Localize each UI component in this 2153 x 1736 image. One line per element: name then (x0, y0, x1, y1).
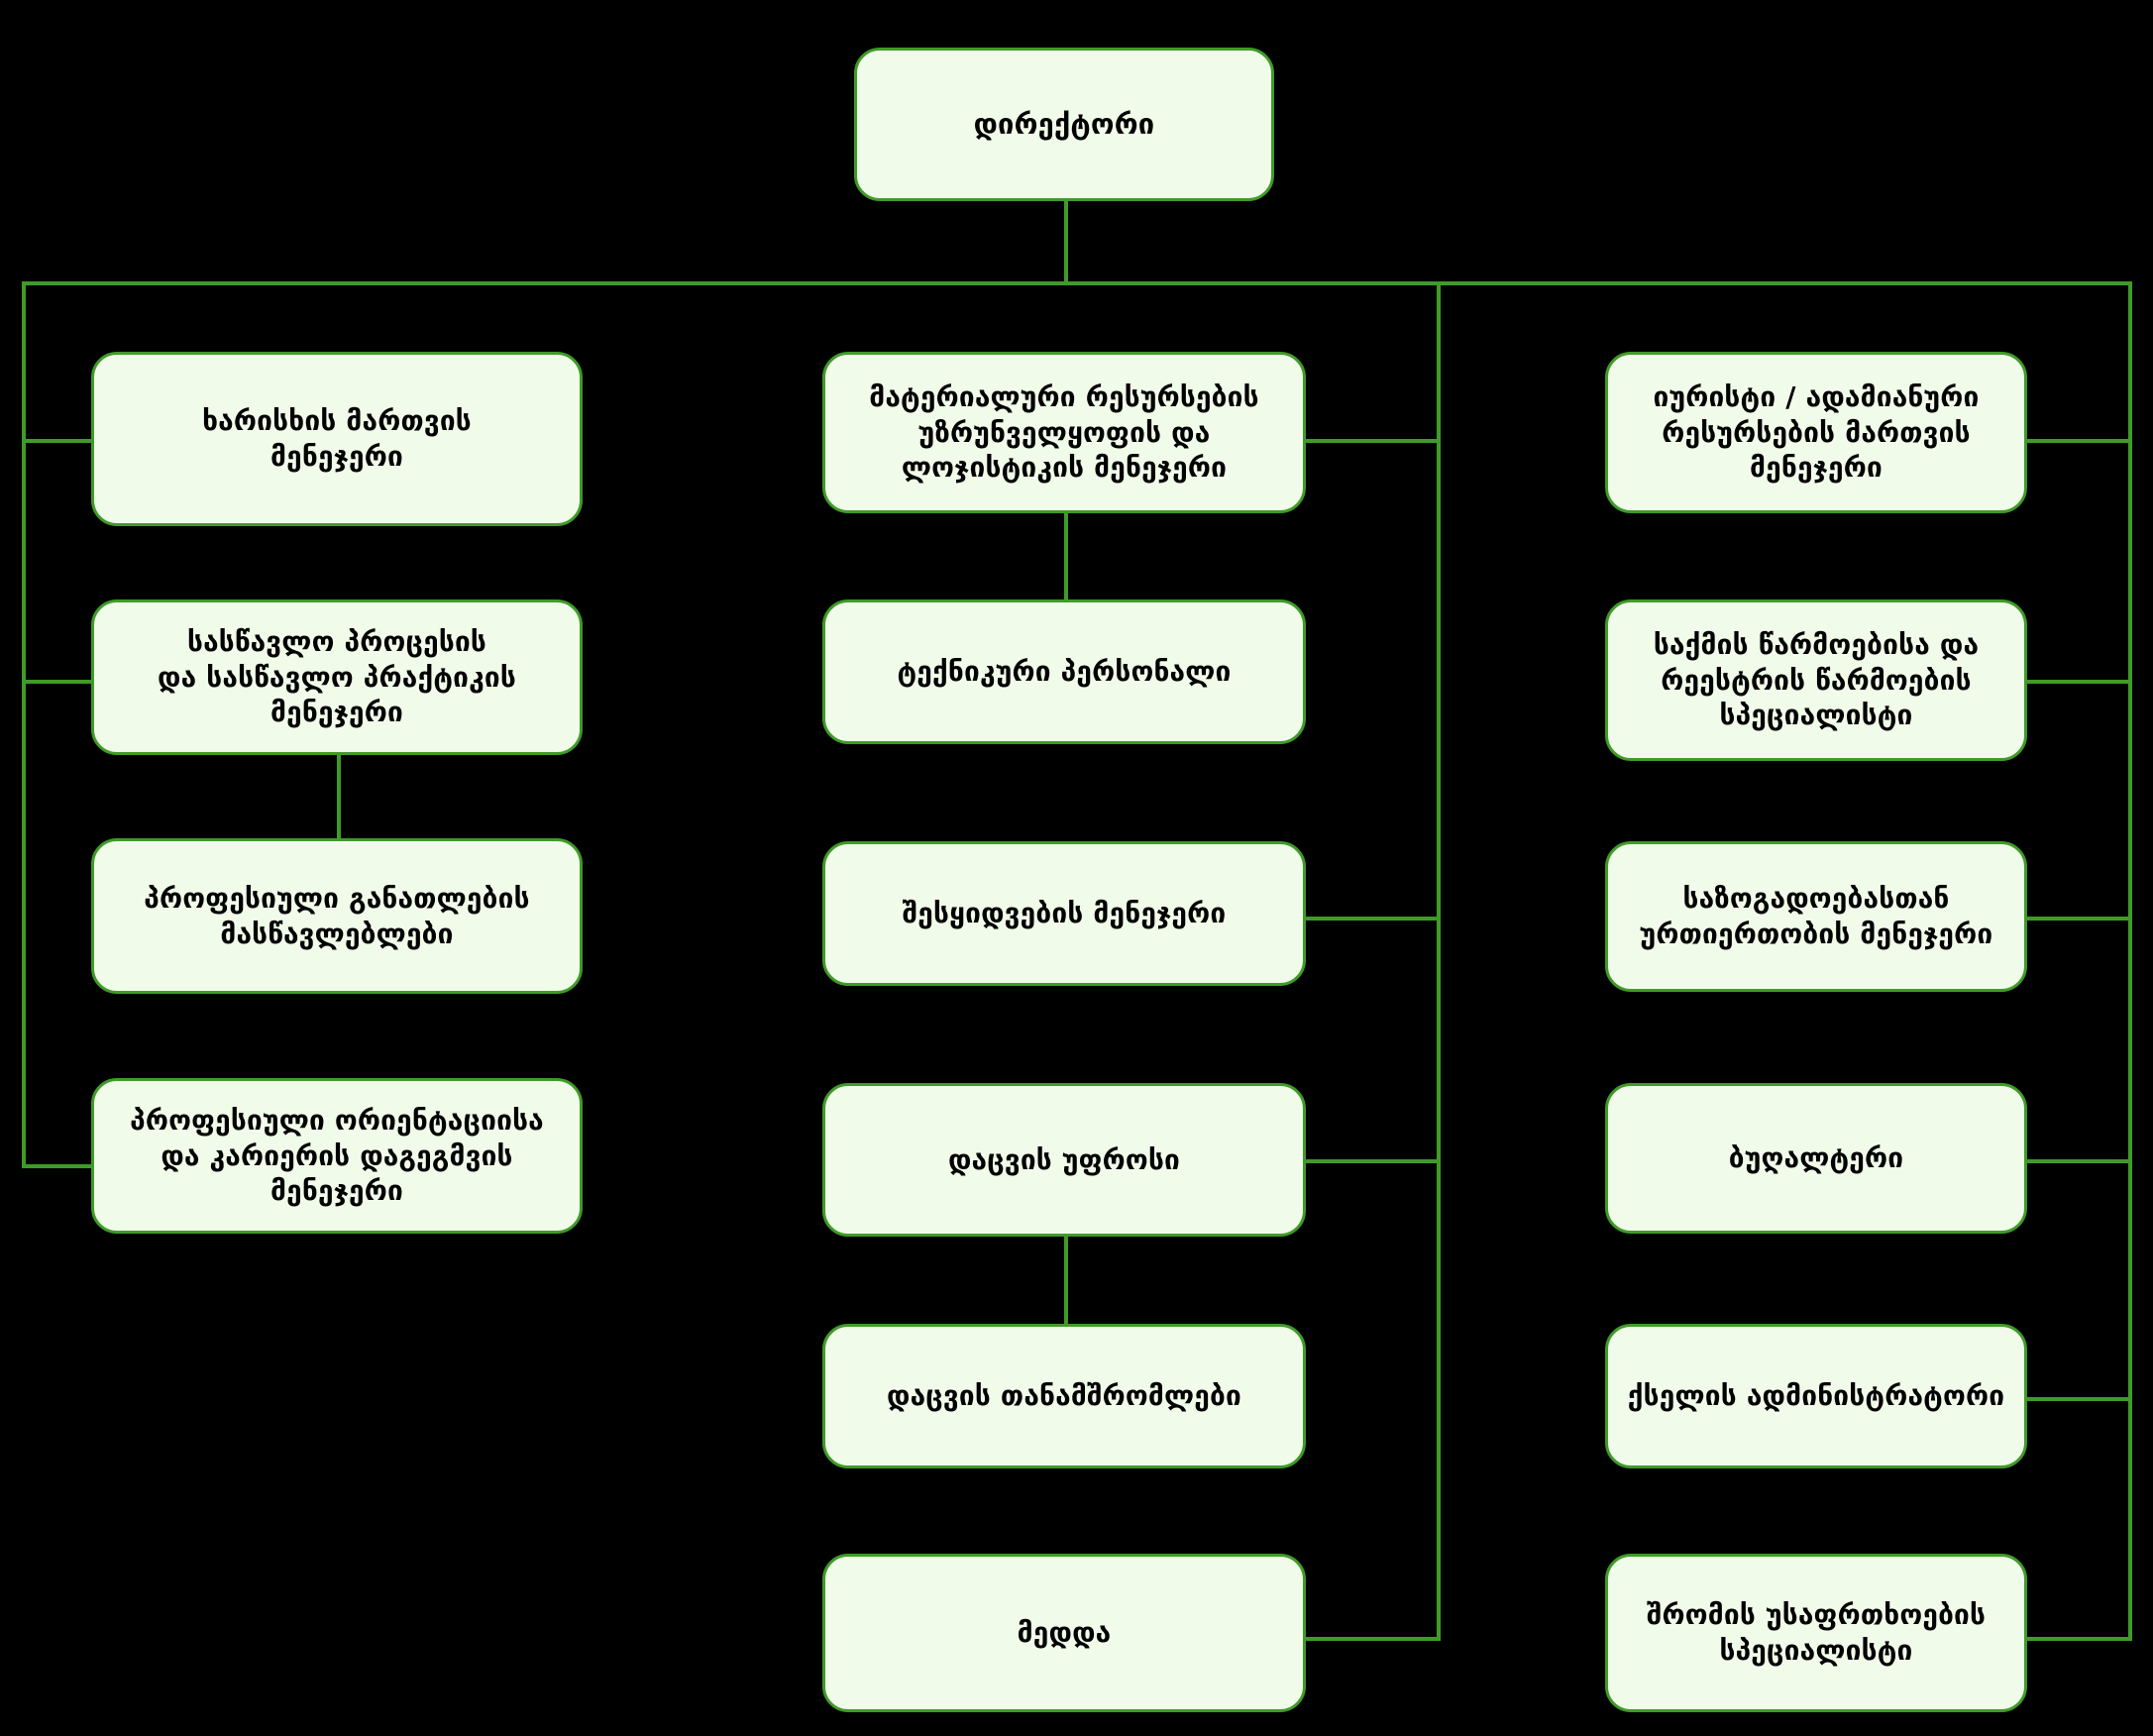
connector-right-trunk (2128, 281, 2132, 1641)
connector-right-stub-2 (2027, 680, 2132, 684)
connector-middle-stub-1 (1306, 439, 1441, 443)
connector-right-stub-5 (2027, 1397, 2132, 1401)
node-label: ქსელის ადმინისტრატორი (1627, 1379, 2005, 1413)
node-network-administrator[interactable]: ქსელის ადმინისტრატორი (1605, 1324, 2027, 1468)
node-security-chief[interactable]: დაცვის უფროსი (822, 1083, 1306, 1237)
connector-middle-stub-4 (1306, 1159, 1441, 1163)
node-accountant[interactable]: ბუღალტერი (1605, 1083, 2027, 1234)
node-label: დაცვის თანამშრომლები (887, 1379, 1241, 1413)
connector-right-stub-1 (2027, 439, 2132, 443)
connector-middle-box4-to-box5 (1064, 1237, 1068, 1326)
connector-right-stub-6 (2027, 1637, 2132, 1641)
connector-left-box2-to-box3 (337, 753, 341, 840)
node-director-label: დირექტორი (973, 106, 1155, 141)
connector-left-stub-2 (22, 680, 93, 684)
connector-left-stub-4 (22, 1164, 93, 1168)
node-director[interactable]: დირექტორი (854, 48, 1274, 201)
node-label: ტექნიკური პერსონალი (897, 655, 1232, 689)
connector-middle-box1-to-box2 (1064, 511, 1068, 600)
connector-middle-stub-3 (1306, 917, 1441, 921)
node-label: მედდა (1017, 1616, 1112, 1650)
connector-right-stub-3 (2027, 917, 2132, 921)
connector-middle-trunk (1437, 281, 1441, 1641)
node-label: შესყიდვების მენეჯერი (902, 897, 1227, 930)
node-label: ბუღალტერი (1728, 1141, 1904, 1175)
node-procurement-manager[interactable]: შესყიდვების მენეჯერი (822, 841, 1306, 986)
connector-middle-stub-6 (1306, 1637, 1441, 1641)
connector-left-stub-1 (22, 439, 93, 443)
node-technical-personnel[interactable]: ტექნიკური პერსონალი (822, 599, 1306, 744)
node-label: დაცვის უფროსი (947, 1142, 1181, 1176)
connector-left-trunk (22, 281, 26, 1168)
connector-top-bus (22, 281, 2132, 285)
node-security-staff[interactable]: დაცვის თანამშრომლები (822, 1324, 1306, 1468)
connector-root-stem (1064, 198, 1068, 283)
node-nurse[interactable]: მედდა (822, 1554, 1306, 1712)
connector-right-stub-4 (2027, 1159, 2132, 1163)
